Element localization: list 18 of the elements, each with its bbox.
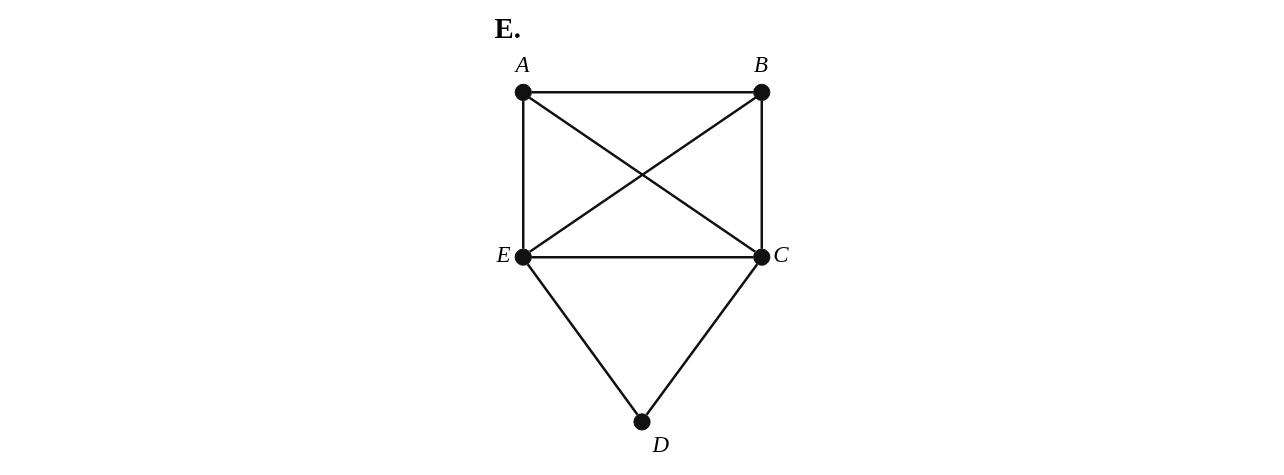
connector [521, 100, 524, 249]
node-circle [752, 83, 770, 101]
connector [526, 263, 638, 416]
connector [531, 91, 753, 94]
node-label: C [772, 242, 789, 268]
node-label: B [753, 52, 768, 78]
node-circle [514, 83, 532, 101]
node-label: E [495, 242, 510, 268]
node-circle [514, 248, 532, 266]
node-circle [752, 248, 770, 266]
node-label: D [652, 431, 669, 457]
diagram-title: E. [494, 11, 521, 44]
node-circle [632, 413, 651, 431]
connector [760, 100, 763, 249]
connector [531, 255, 753, 259]
connector [645, 263, 758, 416]
node-label: A [515, 52, 530, 78]
connector [528, 96, 756, 253]
